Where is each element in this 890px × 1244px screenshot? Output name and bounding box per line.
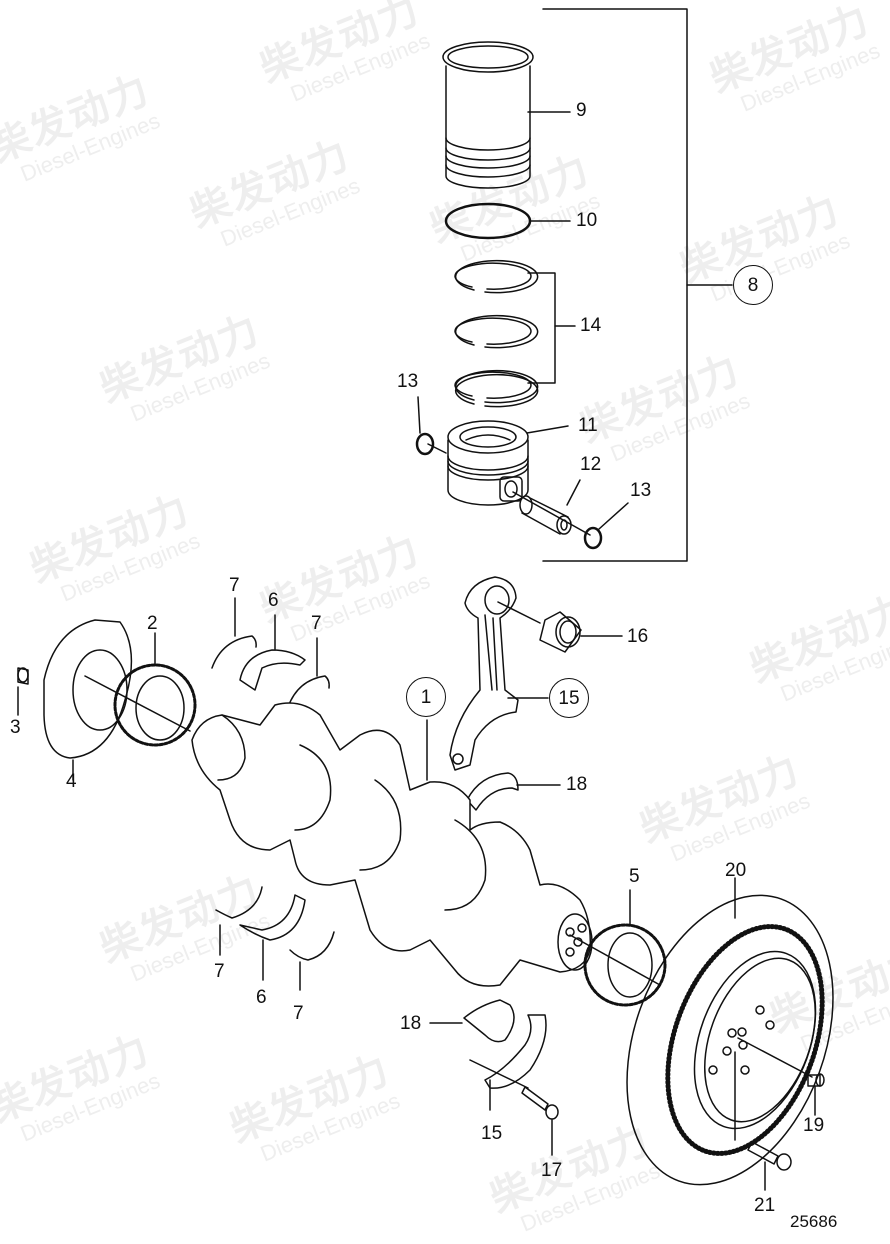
callout-8: 8 xyxy=(733,265,773,305)
piston-pin-drawing xyxy=(513,480,590,535)
callout-19: 19 xyxy=(803,1115,825,1136)
callout-7b: 7 xyxy=(311,613,322,634)
callout-15a: 15 xyxy=(549,678,589,718)
callout-7c: 7 xyxy=(214,961,225,982)
callout-21: 21 xyxy=(754,1195,776,1216)
damper-bolt-drawing xyxy=(735,1052,791,1190)
cylinder-liner-drawing xyxy=(443,42,570,188)
dowel-pin-drawing xyxy=(808,1074,824,1115)
callout-6b: 6 xyxy=(256,987,267,1008)
callout-18b: 18 xyxy=(400,1013,422,1034)
callout-3: 3 xyxy=(10,717,21,738)
bushing-drawing xyxy=(498,602,622,652)
crankshaft-drawing xyxy=(192,703,592,986)
callout-6a: 6 xyxy=(268,590,279,611)
bottom-main-bearing-set-drawing xyxy=(216,887,334,990)
callout-2: 2 xyxy=(147,613,158,634)
upper-bearing-shell-drawing xyxy=(467,773,560,810)
circlips-drawing xyxy=(417,397,628,548)
callout-20: 20 xyxy=(725,860,747,881)
callout-7a: 7 xyxy=(229,575,240,596)
callout-16: 16 xyxy=(627,626,649,647)
callout-10: 10 xyxy=(576,210,598,231)
rod-cap-drawing xyxy=(430,1000,558,1155)
callout-7d: 7 xyxy=(293,1003,304,1024)
callout-14: 14 xyxy=(580,315,602,336)
callout-5: 5 xyxy=(629,866,640,887)
top-main-bearing-set-drawing xyxy=(212,598,329,707)
rear-gear-drawing xyxy=(570,890,665,1005)
callout-15b: 15 xyxy=(481,1123,503,1144)
callout-13b: 13 xyxy=(630,480,652,501)
callout-17: 17 xyxy=(541,1160,563,1181)
callout-11: 11 xyxy=(578,415,598,436)
callout-9: 9 xyxy=(576,100,587,121)
vibration-damper-drawing xyxy=(589,867,870,1214)
callout-13a: 13 xyxy=(397,371,419,392)
drawing-number: 25686 xyxy=(790,1212,838,1231)
piston-rings-drawing xyxy=(455,261,575,407)
kit-bracket xyxy=(543,9,732,561)
connecting-rod-drawing xyxy=(450,577,548,770)
front-parts-drawing xyxy=(18,620,195,780)
callout-1: 1 xyxy=(406,677,446,717)
piston-drawing xyxy=(428,421,568,505)
o-ring-drawing xyxy=(446,204,570,238)
callout-12: 12 xyxy=(580,454,602,475)
callout-4: 4 xyxy=(66,771,77,792)
callout-18a: 18 xyxy=(566,774,588,795)
